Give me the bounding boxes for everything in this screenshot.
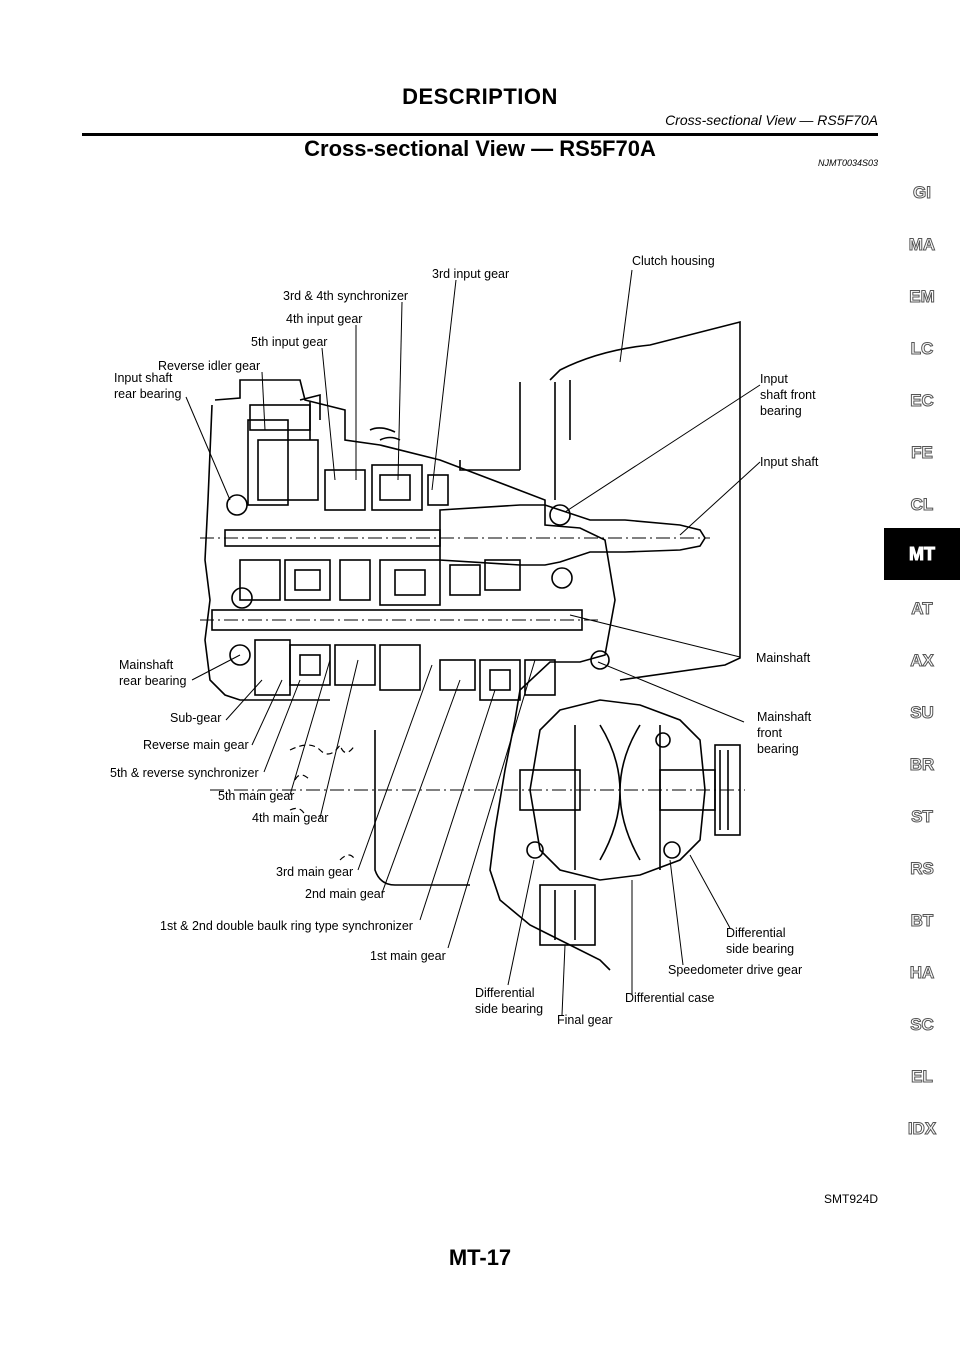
figure-id: SMT924D	[824, 1192, 879, 1206]
label-differential-side-bearing-left-line1: Differential	[475, 986, 535, 1000]
label-input-shaft-rear-bearing-line2: rear bearing	[114, 387, 181, 401]
label-mainshaft-front-bearing-line3: bearing	[757, 742, 799, 756]
label-1st-2nd-synchronizer: 1st & 2nd double baulk ring type synchro…	[160, 919, 413, 933]
tab-cl[interactable]: CL	[910, 495, 934, 515]
page-header-title: DESCRIPTION	[402, 84, 558, 109]
label-clutch-housing: Clutch housing	[632, 254, 715, 268]
tab-fe[interactable]: FE	[911, 443, 934, 463]
tab-ma[interactable]: MA	[908, 235, 936, 255]
label-mainshaft-rear-bearing-line2: rear bearing	[119, 674, 186, 688]
tab-idx[interactable]: IDX	[907, 1119, 937, 1139]
label-sub-gear: Sub-gear	[170, 711, 221, 725]
label-3rd-input-gear: 3rd input gear	[432, 267, 509, 281]
label-mainshaft-front-bearing-line1: Mainshaft	[757, 710, 812, 724]
tab-rs[interactable]: RS	[910, 859, 935, 879]
label-5th-reverse-synchronizer: 5th & reverse synchronizer	[110, 766, 259, 780]
label-final-gear: Final gear	[557, 1013, 613, 1027]
label-5th-input-gear: 5th input gear	[251, 335, 327, 349]
label-differential-case: Differential case	[625, 991, 714, 1005]
label-speedometer-drive-gear: Speedometer drive gear	[668, 963, 802, 977]
label-4th-input-gear: 4th input gear	[286, 312, 362, 326]
tab-em[interactable]: EM	[909, 287, 936, 307]
label-3rd-main-gear: 3rd main gear	[276, 865, 353, 879]
label-differential-side-bearing-right-line1: Differential	[726, 926, 786, 940]
tab-lc[interactable]: LC	[910, 339, 934, 359]
tab-su[interactable]: SU	[910, 703, 935, 723]
page-header-subtitle: Cross-sectional View — RS5F70A	[665, 112, 878, 128]
tab-el[interactable]: EL	[911, 1067, 934, 1087]
tab-bt[interactable]: BT	[910, 911, 934, 931]
label-input-shaft: Input shaft	[760, 455, 819, 469]
label-mainshaft-front-bearing-line2: front	[757, 726, 783, 740]
label-input-shaft-front-bearing-line2: shaft front	[760, 388, 816, 402]
page-number: MT-17	[448, 1245, 512, 1270]
tab-sc[interactable]: SC	[910, 1015, 935, 1035]
tab-ha[interactable]: HA	[909, 963, 935, 983]
label-3rd-4th-synchronizer: 3rd & 4th synchronizer	[283, 289, 408, 303]
label-2nd-main-gear: 2nd main gear	[305, 887, 385, 901]
tab-mt[interactable]: MT	[884, 528, 960, 580]
tab-ec[interactable]: EC	[910, 391, 935, 411]
tab-ax[interactable]: AX	[910, 651, 935, 671]
label-1st-main-gear: 1st main gear	[370, 949, 446, 963]
transaxle-drawing	[200, 320, 745, 971]
label-input-shaft-front-bearing-line3: bearing	[760, 404, 802, 418]
diagram-labels: Clutch housing 3rd input gear 3rd & 4th …	[110, 254, 819, 1027]
label-input-shaft-rear-bearing-line1: Input shaft	[114, 371, 173, 385]
label-reverse-idler-gear: Reverse idler gear	[158, 359, 260, 373]
transaxle-cross-section-diagram: Clutch housing 3rd input gear 3rd & 4th …	[110, 254, 819, 1027]
header-divider	[82, 133, 878, 136]
tab-br[interactable]: BR	[909, 755, 935, 775]
label-mainshaft-rear-bearing-line1: Mainshaft	[119, 658, 174, 672]
label-mainshaft: Mainshaft	[756, 651, 811, 665]
label-differential-side-bearing-right-line2: side bearing	[726, 942, 794, 956]
label-4th-main-gear: 4th main gear	[252, 811, 328, 825]
tab-at[interactable]: AT	[911, 599, 933, 619]
tab-gi[interactable]: GI	[913, 183, 932, 203]
section-code: NJMT0034S03	[817, 158, 878, 168]
label-differential-side-bearing-left-line2: side bearing	[475, 1002, 543, 1016]
label-input-shaft-front-bearing-line1: Input	[760, 372, 788, 386]
tab-st[interactable]: ST	[911, 807, 934, 827]
label-5th-main-gear: 5th main gear	[218, 789, 294, 803]
leader-lines	[185, 269, 761, 1016]
section-title: Cross-sectional View — RS5F70A	[304, 136, 656, 161]
label-reverse-main-gear: Reverse main gear	[143, 738, 249, 752]
